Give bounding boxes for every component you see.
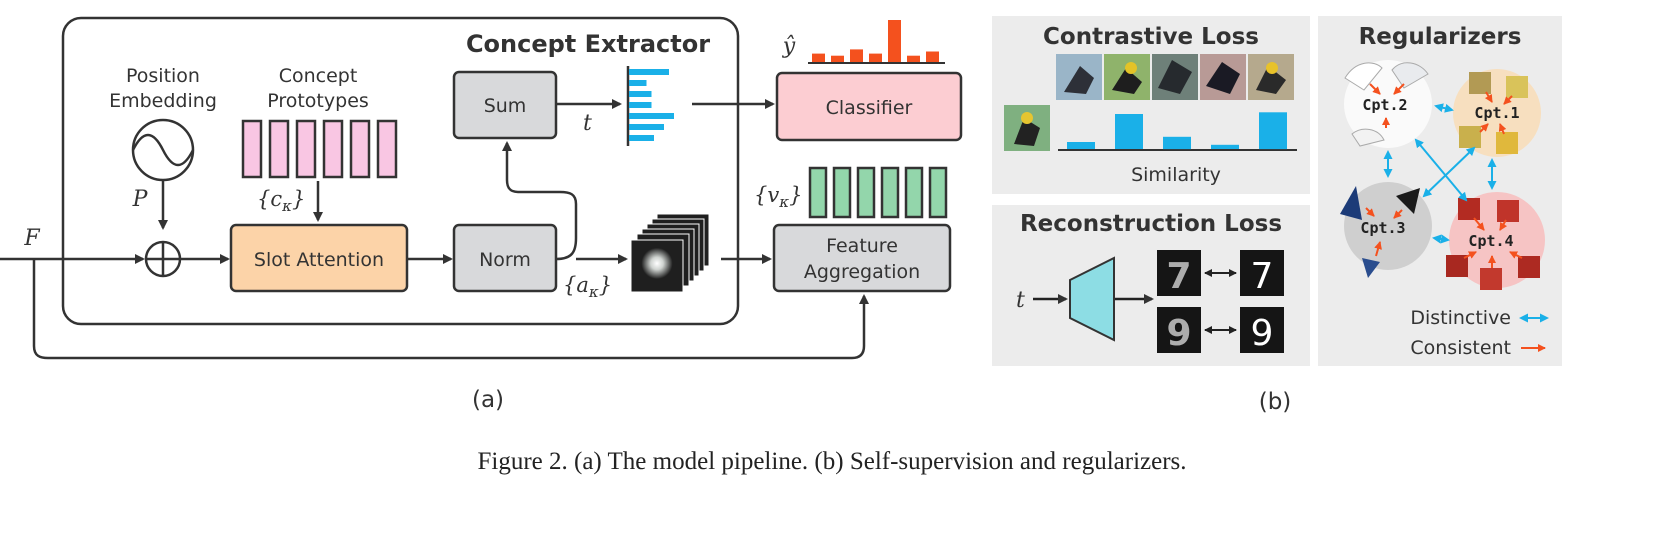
digit-orig-9: 9 (1251, 313, 1274, 354)
figure-caption: Figure 2. (a) The model pipeline. (b) Se… (477, 448, 1187, 475)
classifier-box (775, 71, 963, 142)
concept-prototypes-label-2: Prototypes (267, 90, 369, 112)
panel-label-b: (b) (1259, 389, 1292, 415)
t-bar (629, 113, 674, 119)
class-score-bars (812, 20, 939, 62)
digit-recon-9: 9 (1166, 313, 1191, 354)
similarity-bars (1067, 112, 1287, 150)
legend-distinctive-label: Distinctive (1410, 307, 1511, 329)
concept-label-1: Cpt.1 (1474, 104, 1519, 122)
sine-wave-icon (131, 118, 195, 182)
t-attention-bars (629, 69, 674, 141)
feature-aggregation-box (772, 223, 952, 293)
feature-aggregation-label-2: Aggregation (804, 261, 920, 283)
t-bar (629, 69, 669, 75)
concept-label-2: Cpt.2 (1362, 96, 1407, 114)
legend-consistent-label: Consistent (1410, 337, 1511, 359)
arrow-norm-to-sum (502, 141, 578, 261)
slot-attention-label: Slot Attention (254, 249, 384, 271)
class-score-bar (812, 53, 825, 62)
position-embedding-label-2: Embedding (109, 90, 217, 112)
recon-t-label: t (1016, 288, 1025, 313)
regularizers-title: Regularizers (1359, 24, 1522, 50)
c-kappa-label: {cκ} (257, 187, 305, 215)
decoder-shape (1069, 256, 1115, 342)
digit-recon-7: 7 (1166, 256, 1191, 297)
t-bar (629, 91, 652, 97)
class-score-bar (926, 51, 939, 62)
attention-maps-stack (630, 213, 710, 293)
similarity-bar (1115, 114, 1143, 149)
contrastive-title: Contrastive Loss (1043, 24, 1259, 50)
position-embedding-label-1: Position (126, 65, 200, 87)
concept-label-3: Cpt.3 (1360, 219, 1405, 237)
t-bar (629, 102, 652, 108)
extractor-title: Concept Extractor (466, 30, 710, 58)
bird-thumbnails (1004, 54, 1294, 151)
similarity-bar (1259, 112, 1287, 150)
t-label: t (583, 111, 592, 136)
norm-label: Norm (479, 249, 531, 271)
p-label: P (132, 187, 149, 212)
yhat-label: ŷ (782, 34, 796, 59)
similarity-bar (1163, 136, 1191, 150)
v-kappa-label: {vκ} (754, 183, 802, 211)
t-bar (629, 135, 654, 141)
feature-aggregation-label-1: Feature (826, 235, 898, 257)
arrow-f-to-aggregation (32, 259, 869, 360)
similarity-label: Similarity (1131, 164, 1221, 186)
class-score-bar (888, 20, 901, 62)
classifier-label: Classifier (826, 97, 913, 119)
class-score-bar (869, 53, 882, 62)
similarity-bar (1211, 144, 1239, 149)
class-score-bar (907, 55, 920, 62)
panel-label-a: (a) (472, 387, 504, 413)
add-operator-icon (144, 240, 182, 278)
consistent-arrows (1365, 83, 1523, 268)
t-bar (629, 80, 647, 86)
digit-orig-7: 7 (1251, 256, 1274, 297)
similarity-bar (1067, 142, 1095, 149)
reconstruction-title: Reconstruction Loss (1020, 211, 1282, 237)
concept-prototype-slots (241, 119, 398, 179)
concept-clusters (1340, 60, 1545, 290)
concept-label-4: Cpt.4 (1468, 232, 1513, 250)
class-score-bar (831, 55, 844, 62)
a-kappa-label: {aκ} (563, 273, 612, 301)
distinctive-arrows (1383, 103, 1497, 244)
concept-feature-slots (808, 166, 948, 219)
t-bar (629, 124, 664, 130)
sum-label: Sum (484, 95, 527, 117)
reconstructed-digits (1157, 250, 1284, 353)
concept-extractor-frame (61, 16, 740, 326)
class-score-bar (850, 49, 863, 62)
concept-prototypes-label-1: Concept (279, 65, 358, 87)
f-label: F (23, 226, 40, 251)
